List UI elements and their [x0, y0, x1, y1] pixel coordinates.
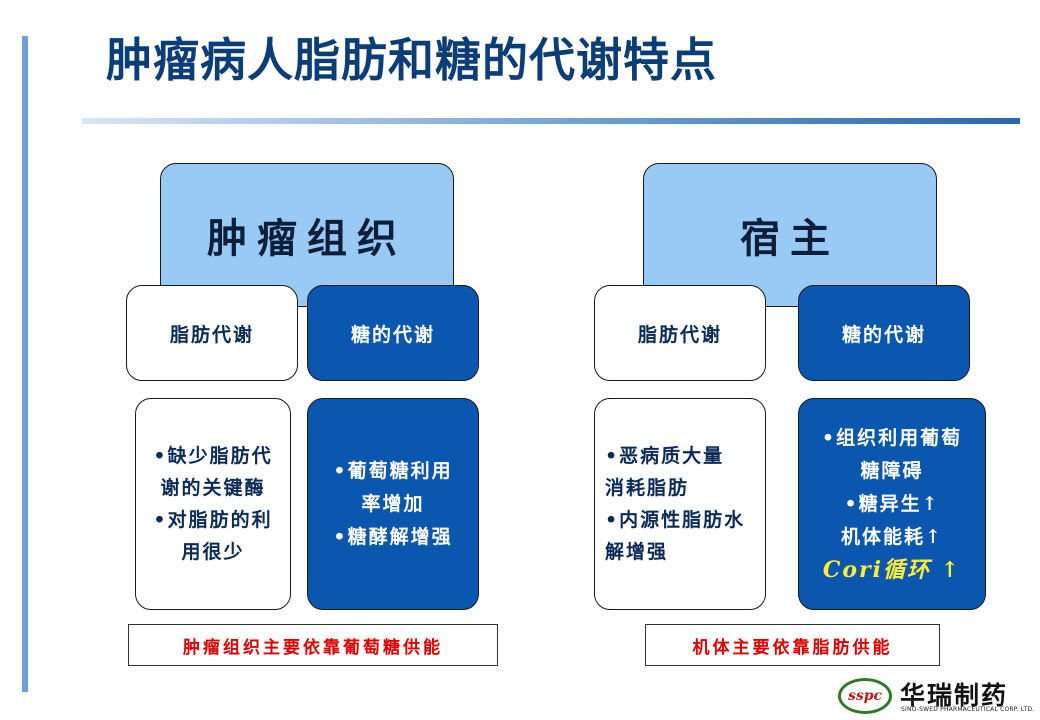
- sspc-badge-logo: sspc: [838, 678, 892, 714]
- host-sugar-line: •糖异生↑: [844, 492, 940, 515]
- tumor-fat-metabolism-label: 脂肪代谢: [126, 285, 298, 381]
- tumor-summary: 肿瘤组织主要依靠葡萄糖供能: [128, 624, 498, 666]
- host-sugar-line: 糖障碍: [860, 459, 924, 482]
- tumor-sugar-details: •葡萄糖利用 率增加 •糖酵解增强: [307, 398, 479, 610]
- tumor-tissue-header: 肿瘤组织: [160, 163, 454, 307]
- host-fat-line: 解增强: [605, 541, 669, 563]
- tumor-tissue-header-text: 肿瘤组织: [207, 215, 407, 262]
- host-fat-line: •恶病质大量: [605, 445, 725, 467]
- host-fat-metabolism-label: 脂肪代谢: [594, 285, 766, 381]
- tumor-fat-line: •对脂肪的利: [153, 509, 273, 531]
- tumor-fat-details: •缺少脂肪代 谢的关键酶 •对脂肪的利 用很少: [135, 398, 291, 610]
- host-fat-details: •恶病质大量 消耗脂肪 •内源性脂肪水 解增强: [594, 398, 766, 610]
- tumor-sugar-metabolism-label: 糖的代谢: [307, 285, 479, 381]
- tumor-summary-text: 肿瘤组织主要依靠葡萄糖供能: [183, 637, 443, 658]
- host-summary-text: 机体主要依靠脂肪供能: [692, 637, 893, 658]
- host-sugar-line: •组织利用葡萄: [821, 426, 963, 449]
- tumor-fat-line: •缺少脂肪代: [153, 445, 273, 467]
- tumor-fat-metabolism-text: 脂肪代谢: [169, 323, 254, 346]
- page-title: 肿瘤病人脂肪和糖的代谢特点: [106, 33, 717, 87]
- company-logo: sspc 华瑞制药 SINO-SWED PHARMACEUTICAL CORP.…: [838, 676, 1034, 716]
- host-sugar-metabolism-label: 糖的代谢: [798, 285, 970, 381]
- host-header-text: 宿主: [740, 215, 840, 262]
- tumor-sugar-line: •糖酵解增强: [333, 525, 453, 548]
- tumor-sugar-line: •葡萄糖利用: [333, 459, 453, 482]
- tumor-fat-line: 谢的关键酶: [160, 477, 266, 499]
- host-sugar-line: 机体能耗↑: [841, 525, 943, 548]
- title-underline: [82, 118, 1020, 124]
- tumor-sugar-metabolism-text: 糖的代谢: [350, 323, 435, 346]
- host-header: 宿主: [643, 163, 937, 307]
- company-name-en: SINO-SWED PHARMACEUTICAL CORP. LTD.: [901, 706, 1035, 713]
- left-accent-bar: [22, 36, 28, 692]
- host-sugar-details: •组织利用葡萄 糖障碍 •糖异生↑ 机体能耗↑ Cori循环 ↑: [798, 398, 986, 610]
- host-sugar-metabolism-text: 糖的代谢: [841, 323, 926, 346]
- host-fat-metabolism-text: 脂肪代谢: [637, 323, 722, 346]
- host-summary: 机体主要依靠脂肪供能: [645, 624, 940, 666]
- tumor-sugar-line: 率增加: [361, 492, 425, 515]
- cori-cycle-line: Cori循环 ↑: [822, 556, 962, 583]
- host-fat-line: 消耗脂肪: [605, 477, 690, 499]
- company-name-cn: 华瑞制药: [900, 681, 1009, 710]
- tumor-fat-line: 用很少: [181, 541, 245, 563]
- host-fat-line: •内源性脂肪水: [605, 509, 746, 531]
